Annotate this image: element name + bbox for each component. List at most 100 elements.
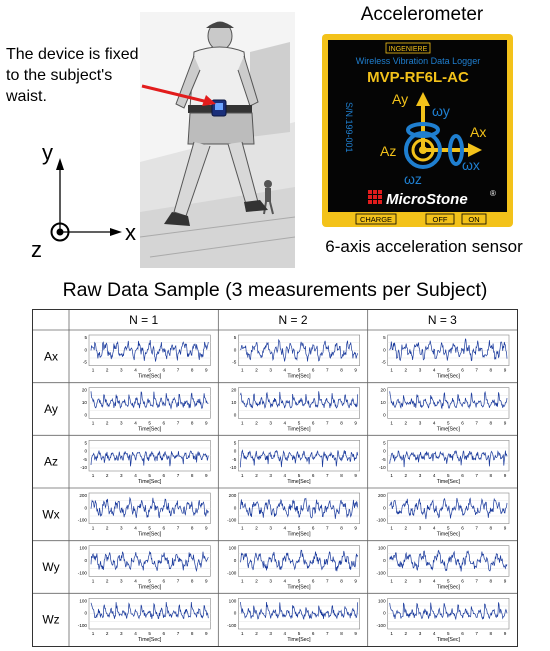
x-tick-label: 6	[461, 631, 464, 636]
x-tick-label: 3	[120, 631, 123, 636]
x-tick-label: 4	[134, 473, 137, 478]
column-header: N = 2	[278, 313, 307, 327]
x-tick-label: 2	[255, 526, 258, 531]
x-tick-label: 3	[120, 578, 123, 583]
x-tick-label: 8	[490, 473, 493, 478]
x-tick-label: 6	[163, 526, 166, 531]
x-axis-title: Time[Sec]	[287, 532, 311, 538]
x-tick-label: 4	[134, 578, 137, 583]
y-tick-label: -5	[83, 457, 88, 462]
signal-trace	[239, 497, 359, 519]
x-tick-label: 4	[284, 473, 287, 478]
x-tick-label: 8	[340, 420, 343, 425]
coordinate-axes: y x z	[31, 140, 136, 262]
x-tick-label: 2	[255, 420, 258, 425]
row-label: Wy	[42, 560, 59, 574]
signal-trace	[389, 338, 508, 362]
device-buttons: CHARGE OFF ON	[355, 213, 487, 225]
x-tick-label: 2	[405, 578, 408, 583]
label-az: Az	[380, 143, 396, 159]
x-tick-label: 4	[433, 473, 436, 478]
x-tick-label: 9	[205, 473, 208, 478]
x-axis-title: Time[Sec]	[287, 479, 311, 485]
x-tick-label: 5	[148, 631, 151, 636]
x-tick-label: 6	[163, 578, 166, 583]
y-tick-label: 0	[84, 505, 87, 510]
walking-subject-illustration	[140, 12, 295, 268]
y-tick-label: 5	[84, 440, 87, 445]
y-tick-label: 100	[229, 598, 237, 603]
x-tick-label: 1	[390, 473, 393, 478]
x-axis-title: Time[Sec]	[138, 637, 162, 643]
signal-trace	[90, 391, 209, 410]
x-tick-label: 5	[447, 631, 450, 636]
x-tick-label: 1	[241, 420, 244, 425]
device-face: INGENIERE Wireless Vibration Data Logger…	[328, 40, 507, 212]
x-axis-title: Time[Sec]	[287, 584, 311, 590]
x-tick-label: 9	[504, 578, 507, 583]
signal-trace	[239, 549, 359, 572]
button-charge[interactable]: CHARGE	[360, 215, 392, 224]
x-tick-label: 1	[241, 368, 244, 373]
signal-trace	[389, 450, 508, 468]
x-tick-label: 4	[284, 631, 287, 636]
x-tick-label: 9	[504, 368, 507, 373]
x-tick-label: 8	[490, 578, 493, 583]
y-tick-label: -100	[376, 518, 386, 523]
raw-data-title: Raw Data Sample (3 measurements per Subj…	[62, 279, 488, 301]
x-tick-label: 8	[340, 631, 343, 636]
y-tick-label: -100	[78, 570, 88, 575]
x-axis-title: Time[Sec]	[287, 374, 311, 380]
x-tick-label: 9	[504, 526, 507, 531]
x-tick-label: 9	[205, 631, 208, 636]
x-tick-label: 9	[205, 526, 208, 531]
x-axis-title: Time[Sec]	[437, 479, 461, 485]
x-tick-label: 6	[312, 631, 315, 636]
label-wy: ωy	[432, 103, 450, 119]
x-tick-label: 1	[92, 578, 95, 583]
x-tick-label: 7	[475, 631, 478, 636]
x-tick-label: 9	[354, 473, 357, 478]
y-tick-label: 100	[79, 598, 87, 603]
button-on[interactable]: ON	[468, 215, 479, 224]
y-tick-label: 5	[234, 440, 237, 445]
x-axis-label: x	[125, 220, 136, 245]
y-tick-label: 5	[383, 440, 386, 445]
y-tick-label: -10	[80, 465, 87, 470]
label-wx: ωx	[462, 157, 480, 173]
label-wz: ωz	[404, 171, 422, 187]
x-tick-label: 5	[148, 368, 151, 373]
y-tick-label: 0	[84, 611, 87, 616]
y-tick-label: 20	[82, 388, 88, 393]
x-tick-label: 7	[475, 368, 478, 373]
x-tick-label: 3	[269, 473, 272, 478]
x-tick-label: 8	[340, 473, 343, 478]
x-tick-label: 3	[419, 473, 422, 478]
x-tick-label: 1	[241, 631, 244, 636]
x-tick-label: 1	[390, 631, 393, 636]
signal-trace	[90, 601, 209, 620]
y-tick-label: 100	[378, 598, 386, 603]
y-tick-label: 0	[84, 347, 87, 352]
x-tick-label: 7	[326, 368, 329, 373]
signal-trace	[389, 390, 508, 410]
x-tick-label: 6	[461, 420, 464, 425]
y-tick-label: 0	[234, 611, 237, 616]
x-tick-label: 7	[177, 578, 180, 583]
column-header: N = 3	[428, 313, 457, 327]
x-tick-label: 5	[298, 368, 301, 373]
x-tick-label: 8	[340, 368, 343, 373]
y-tick-label: -100	[376, 570, 386, 575]
y-tick-label: 5	[84, 335, 87, 340]
x-tick-label: 2	[255, 631, 258, 636]
x-tick-label: 5	[447, 368, 450, 373]
x-tick-label: 5	[148, 420, 151, 425]
x-tick-label: 6	[163, 631, 166, 636]
x-tick-label: 9	[504, 631, 507, 636]
x-tick-label: 5	[447, 578, 450, 583]
x-tick-label: 5	[148, 578, 151, 583]
signal-trace	[90, 339, 209, 362]
button-off[interactable]: OFF	[433, 215, 448, 224]
y-tick-label: 100	[378, 546, 386, 551]
